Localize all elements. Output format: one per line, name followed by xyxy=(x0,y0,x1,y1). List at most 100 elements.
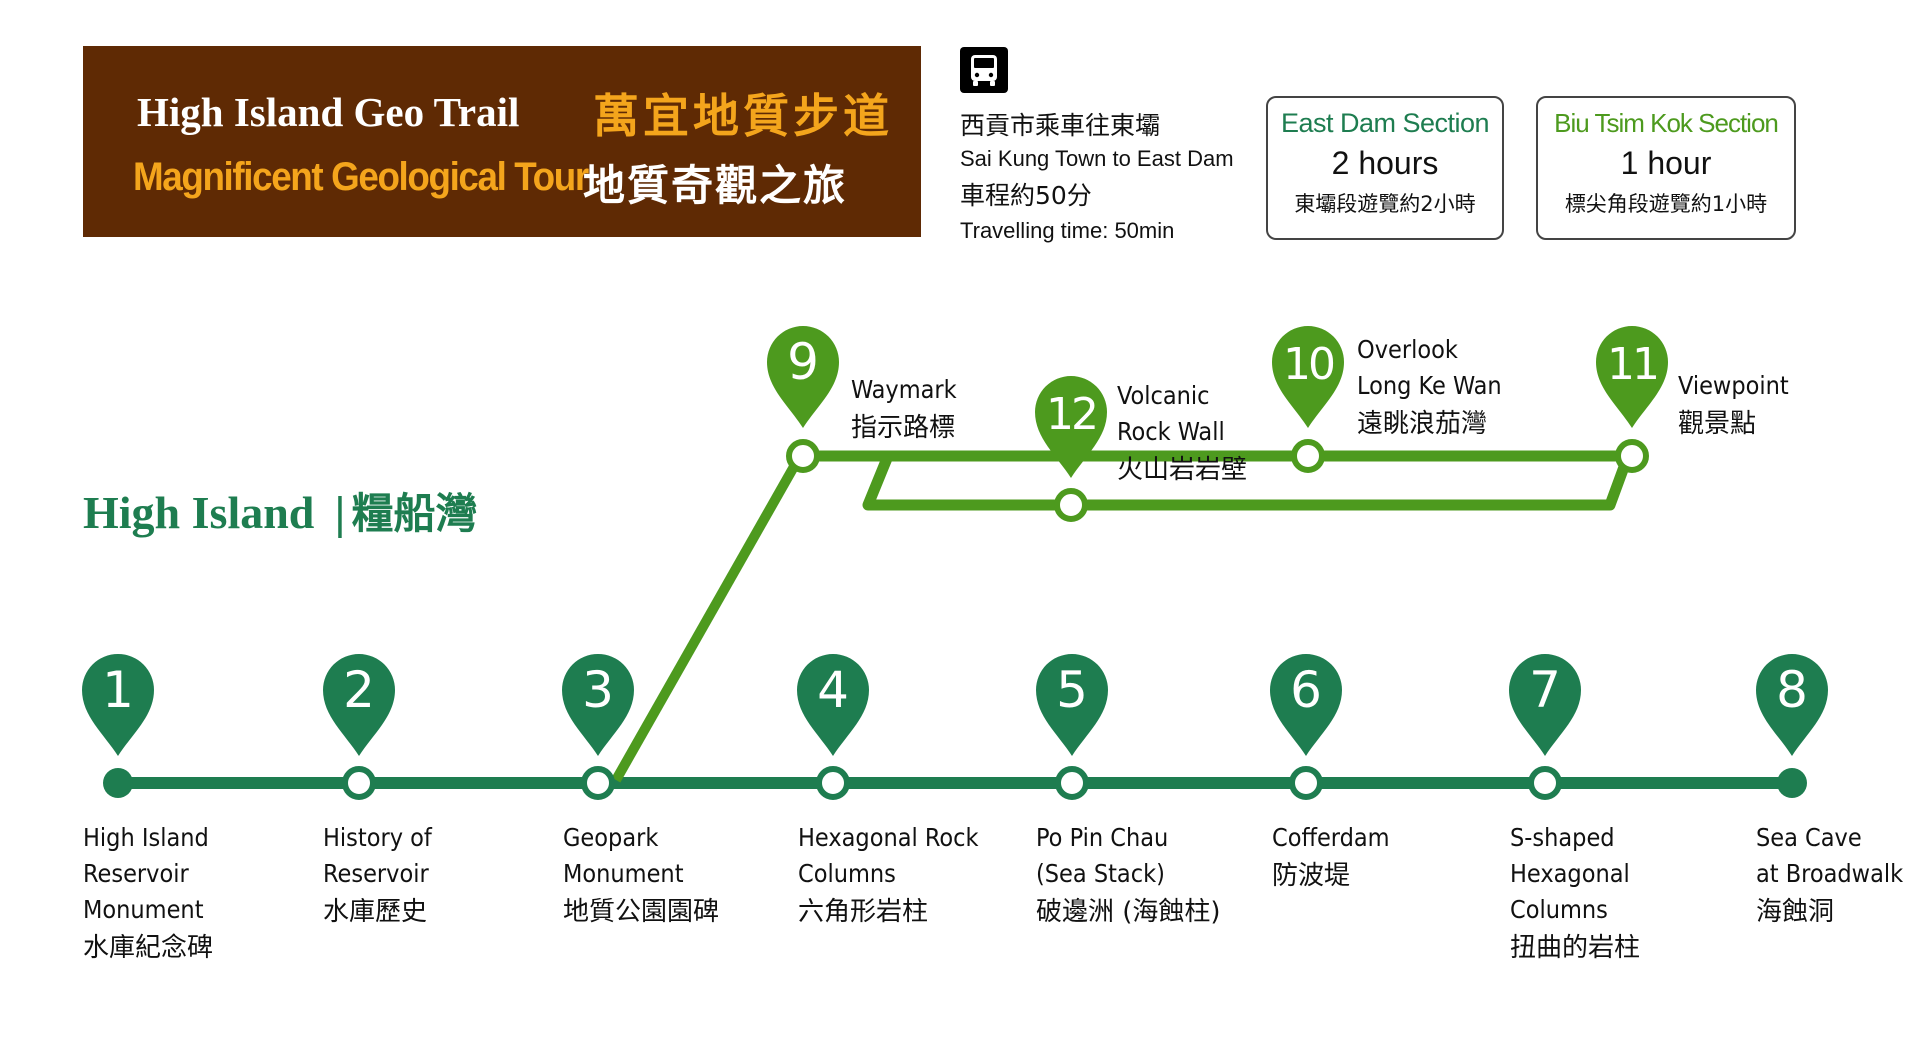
map-pin-icon: 10 xyxy=(1272,326,1344,428)
time-en: Travelling time: 50min xyxy=(960,218,1175,243)
east-dam-section-box: East Dam Section 2 hours 東壩段遊覽約2小時 xyxy=(1266,96,1504,240)
stop-number: 1 xyxy=(102,661,134,719)
route-en: Sai Kung Town to East Dam xyxy=(960,146,1234,171)
map-pin-icon: 5 xyxy=(1036,654,1108,756)
stop-label-zh: 觀景點 xyxy=(1678,409,1757,439)
stop-number: 2 xyxy=(343,661,375,719)
section-title: East Dam Section xyxy=(1280,108,1490,138)
stop-label-en: Monument xyxy=(83,895,204,924)
area-title: High Island | 糧船灣 xyxy=(83,480,477,541)
section-note: 東壩段遊覽約2小時 xyxy=(1294,192,1476,216)
biu-tsim-kok-loop-line xyxy=(800,450,1634,511)
bus-icon xyxy=(960,47,1008,93)
area-name-en: High Island xyxy=(83,487,315,538)
stop-label-en: Overlook xyxy=(1357,335,1458,364)
stop-label-6: Cofferdam 防波堤 xyxy=(1272,820,1390,896)
stop-label-9: Waymark 指示路標 xyxy=(851,372,957,448)
stop-label-zh: 地質公園園碑 xyxy=(563,897,720,927)
stop-node xyxy=(1777,768,1807,798)
stop-label-en: Po Pin Chau xyxy=(1036,823,1169,852)
stop-label-zh: 防波堤 xyxy=(1272,861,1351,891)
stop-label-zh: 指示路標 xyxy=(851,413,956,443)
stop-label-zh: 破邊洲 (海蝕柱) xyxy=(1036,897,1221,927)
stop-label-en: Columns xyxy=(1510,895,1608,924)
stop-label-5: Po Pin Chau (Sea Stack) 破邊洲 (海蝕柱) xyxy=(1036,820,1221,932)
stop-label-2: History of Reservoir 水庫歷史 xyxy=(323,820,432,932)
stop-label-en: Waymark xyxy=(851,375,957,404)
stop-label-en: S-shaped xyxy=(1510,823,1615,852)
stop-label-zh: 遠眺浪茄灣 xyxy=(1357,409,1488,439)
stop-node xyxy=(581,766,615,800)
section-duration: 2 hours xyxy=(1331,145,1439,181)
map-pin-icon: 6 xyxy=(1270,654,1342,756)
banner-subtitle-zh: 地質奇觀之旅 xyxy=(583,161,848,210)
section-title: Biu Tsim Kok Section xyxy=(1554,108,1779,138)
stop-label-en: Reservoir xyxy=(83,859,189,888)
time-zh: 車程約50分 xyxy=(960,181,1092,210)
stop-node xyxy=(1528,766,1562,800)
stop-label-en: Reservoir xyxy=(323,859,429,888)
stop-label-en: Viewpoint xyxy=(1678,371,1789,400)
stop-label-en: Monument xyxy=(563,859,684,888)
stop-node xyxy=(342,766,376,800)
biu-tsim-kok-section-box: Biu Tsim Kok Section 1 hour 標尖角段遊覽約1小時 xyxy=(1536,96,1796,240)
route-zh: 西貢市乘車往東壩 xyxy=(960,111,1161,140)
section-duration: 1 hour xyxy=(1620,145,1712,181)
stop-label-zh: 火山岩岩壁 xyxy=(1117,455,1248,485)
branch-route-line xyxy=(611,453,805,783)
section-note: 標尖角段遊覽約1小時 xyxy=(1564,192,1768,216)
stop-number: 11 xyxy=(1607,339,1657,390)
stop-number: 10 xyxy=(1283,339,1334,390)
stop-label-zh: 海蝕洞 xyxy=(1756,897,1835,927)
route-lines xyxy=(118,450,1789,789)
stop-node xyxy=(1615,439,1649,473)
stop-label-en: Hexagonal xyxy=(1510,859,1630,888)
stop-node xyxy=(816,766,850,800)
banner-title-en: High Island Geo Trail xyxy=(137,89,520,135)
stop-label-zh: 水庫歷史 xyxy=(323,897,428,927)
stop-number: 9 xyxy=(787,333,819,391)
stop-node xyxy=(103,768,133,798)
area-name-zh: 糧船灣 xyxy=(351,489,478,538)
banner-subtitle-en: Magnificent Geological Tour xyxy=(133,155,589,199)
stop-label-en: Rock Wall xyxy=(1117,417,1225,446)
stop-number: 12 xyxy=(1046,389,1096,440)
map-pin-icon: 11 xyxy=(1596,326,1668,428)
stop-label-en: Sea Cave xyxy=(1756,823,1862,852)
map-pin-icon: 12 xyxy=(1035,376,1107,478)
stop-label-en: Hexagonal Rock xyxy=(798,823,979,852)
stop-label-11: Viewpoint 觀景點 xyxy=(1678,368,1789,444)
map-pin-icon: 3 xyxy=(561,653,635,756)
stop-label-en: Cofferdam xyxy=(1272,823,1390,852)
map-pin-icon: 2 xyxy=(323,654,395,756)
map-pin-icon: 7 xyxy=(1509,654,1581,756)
stop-number: 4 xyxy=(817,661,849,719)
stop-number: 6 xyxy=(1290,661,1322,719)
stop-label-zh: 水庫紀念碑 xyxy=(83,933,214,963)
stop-number: 3 xyxy=(582,661,614,719)
stop-label-zh: 扭曲的岩柱 xyxy=(1510,933,1641,963)
map-pin-icon: 4 xyxy=(797,654,869,756)
stop-node xyxy=(1289,766,1323,800)
area-separator: | xyxy=(332,489,348,538)
banner-title-zh: 萬宜地質步道 xyxy=(593,89,893,143)
stop-nodes xyxy=(103,439,1807,800)
stop-label-en: High Island xyxy=(83,823,209,852)
stop-number: 8 xyxy=(1776,661,1808,719)
stop-label-en: Volcanic xyxy=(1117,381,1210,410)
stop-label-en: History of xyxy=(323,823,432,852)
stop-node xyxy=(786,439,820,473)
stop-number: 7 xyxy=(1529,661,1561,719)
stop-label-en: (Sea Stack) xyxy=(1036,859,1165,888)
map-pin-icon: 9 xyxy=(767,326,839,428)
stop-node xyxy=(1055,766,1089,800)
stop-node xyxy=(1291,439,1325,473)
